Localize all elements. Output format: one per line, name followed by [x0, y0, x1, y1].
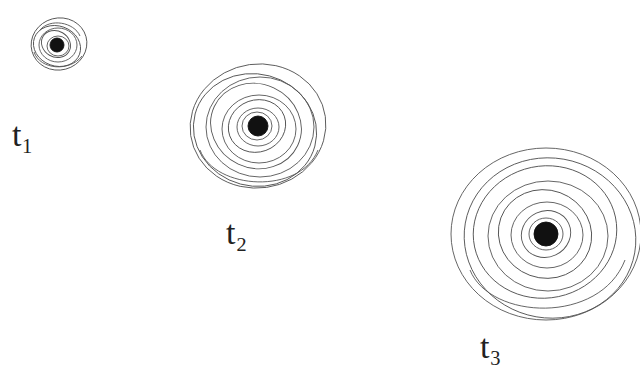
spiral-small: [25, 12, 93, 77]
time-label: t₂: [226, 216, 247, 250]
time-label: t₁: [12, 118, 33, 152]
spiral-large: [451, 144, 640, 331]
time-label: t₃: [480, 330, 501, 364]
spiral-medium: [181, 55, 334, 200]
